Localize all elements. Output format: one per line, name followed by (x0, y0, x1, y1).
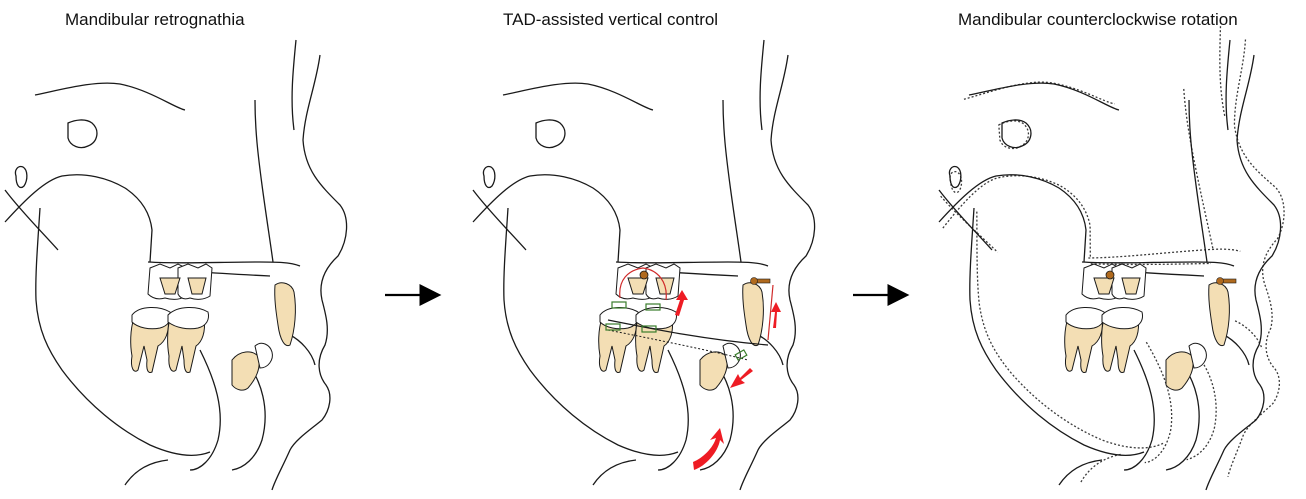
panel-tad-vertical-control (473, 40, 815, 490)
dentition (599, 264, 764, 390)
superimposed-outline (930, 23, 1302, 496)
tad-screw-icon (1106, 271, 1114, 279)
rotation-arrow-icon (693, 428, 724, 470)
force-arrow-icon (730, 368, 753, 388)
dentition (131, 264, 296, 390)
tad-screw-icon (640, 271, 648, 279)
panel-retrognathia (5, 40, 347, 490)
tad-screw-icon (1217, 278, 1237, 285)
tad-screw-icon (751, 278, 771, 285)
dentition (1065, 264, 1230, 390)
panel-counterclockwise-rotation (930, 23, 1302, 496)
elastic-chain (768, 285, 773, 340)
force-arrow-icon (771, 302, 781, 328)
